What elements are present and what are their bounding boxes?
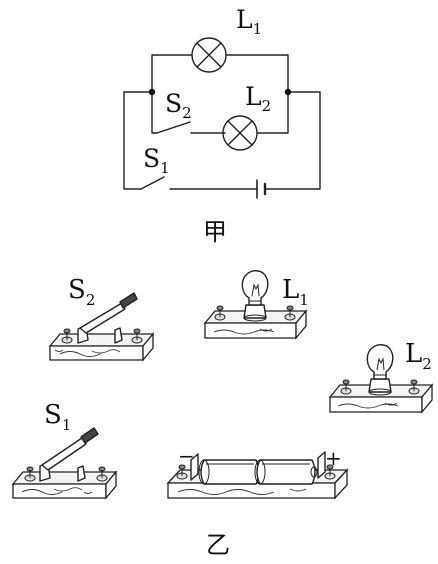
figure-label-jia: 甲: [203, 218, 227, 246]
switch-s2-component: [48, 292, 155, 362]
battery-plus-sign: +: [325, 446, 342, 470]
label-s2: S2: [165, 89, 192, 122]
wire-middle-branch: [151, 91, 289, 134]
label-s2-component: S2: [68, 275, 95, 309]
battery-minus-sign: −: [178, 444, 195, 468]
label-l1: L1: [236, 5, 262, 38]
figure-label-yi: 乙: [206, 531, 230, 559]
switch-s2-symbol: [156, 121, 191, 134]
battery-symbol: [256, 179, 267, 199]
junction-dot-right: [284, 88, 292, 96]
lamp-l2-symbol: [222, 115, 258, 151]
switch-s1-symbol: [140, 176, 165, 190]
switch-s1-component: [11, 427, 118, 500]
label-s1: S1: [143, 144, 170, 177]
label-l1-component: L1: [282, 275, 309, 309]
lamp-l2-component: [328, 344, 434, 414]
wire-outer-loop: [123, 91, 321, 190]
battery-component: [166, 451, 349, 500]
label-l2-component: L2: [405, 339, 432, 373]
lamp-l1-symbol: [191, 37, 227, 73]
lamp-l1-component: [203, 270, 308, 340]
junction-dot-left: [148, 88, 156, 96]
schematic-diagram: L1 L2 S2 S1 甲: [123, 5, 321, 246]
wire-top-branch: [151, 54, 289, 93]
label-l2: L2: [245, 82, 271, 115]
label-s1-component: S1: [44, 400, 71, 434]
